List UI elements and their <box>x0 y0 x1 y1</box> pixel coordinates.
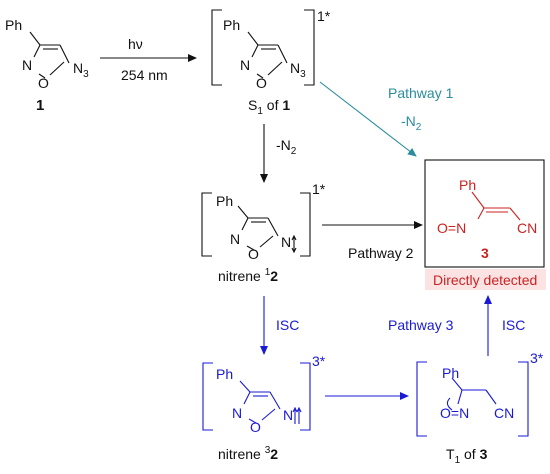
compound-1-structure: Ph N O N3 <box>5 17 89 91</box>
nitrene-n-label: N <box>281 234 291 250</box>
t1-caption: T1 of 3 <box>446 446 488 466</box>
cyano-label: CN <box>517 220 537 236</box>
nitroso-label: O=N <box>440 405 469 421</box>
triplet-nitrene: Ph N O N 3* <box>202 353 326 435</box>
bracket-left <box>211 9 222 86</box>
excited-state-superscript: 1* <box>317 8 331 24</box>
detected-label: Directly detected <box>433 272 537 288</box>
nitrene-n-label: N <box>283 407 293 423</box>
ring-n-label: N <box>230 231 240 247</box>
ring-o-label: O <box>38 75 49 91</box>
photolysis-light-label: hν <box>128 36 143 52</box>
bracket-right <box>518 361 529 437</box>
photolysis-wavelength-label: 254 nm <box>121 67 168 83</box>
ring-n-label: N <box>22 57 32 73</box>
nitroso-label: O=N <box>437 220 466 236</box>
bracket-right <box>300 362 311 431</box>
product-3-box <box>424 159 545 268</box>
singlet-superscript: 1* <box>312 181 326 197</box>
triplet-nitrene-caption: nitrene 32 <box>218 445 278 462</box>
compound-1-label: 1 <box>36 97 44 114</box>
phenyl-label: Ph <box>216 193 233 209</box>
ring-o-label: O <box>248 246 259 262</box>
isc-right-label: ISC <box>502 317 525 333</box>
pathway-1-loss-label: -N2 <box>401 113 422 133</box>
bracket-left <box>202 362 213 431</box>
isc-left-label: ISC <box>276 317 299 333</box>
product-3-label: 3 <box>481 245 489 261</box>
radical-curve <box>446 397 453 411</box>
phenyl-label: Ph <box>216 366 233 382</box>
s1-caption: S1 of 1 <box>248 97 290 117</box>
triplet-product-superscript: 3* <box>530 350 544 366</box>
pathway-1-arrow <box>319 81 417 157</box>
parallel-spin-icon <box>292 406 302 424</box>
singlet-nitrene: Ph N O N 1* <box>201 181 326 262</box>
pathway-1-label: Pathway 1 <box>388 85 454 101</box>
phenyl-label: Ph <box>5 17 22 33</box>
n2-loss-label: -N2 <box>276 137 297 157</box>
phenyl-label: Ph <box>442 365 459 381</box>
cyano-label: CN <box>494 405 514 421</box>
ring-o-label: O <box>250 419 261 435</box>
azide-label: N3 <box>290 60 306 80</box>
bracket-right <box>304 9 315 86</box>
product-3-structure: Ph O=N CN 3 <box>437 177 537 261</box>
detected-badge <box>425 269 546 290</box>
bracket-left <box>416 361 427 437</box>
phenyl-label: Ph <box>223 17 240 33</box>
antiparallel-spin-icon <box>291 234 297 254</box>
ring-o-label: O <box>256 75 267 91</box>
bracket-left <box>201 192 212 257</box>
phenyl-label: Ph <box>459 177 476 193</box>
bracket-right <box>300 192 311 257</box>
singlet-nitrene-caption: nitrene 12 <box>218 267 278 284</box>
triplet-product: Ph O=N CN 3* <box>416 350 544 437</box>
azide-label: N3 <box>73 60 89 80</box>
ring-n-label: N <box>240 57 250 73</box>
pathway-2-label: Pathway 2 <box>348 245 414 261</box>
pathway-3-label: Pathway 3 <box>388 317 454 333</box>
ring-n-label: N <box>232 405 242 421</box>
excited-state-s1: Ph N O N3 1* <box>211 8 331 91</box>
triplet-superscript: 3* <box>312 353 326 369</box>
